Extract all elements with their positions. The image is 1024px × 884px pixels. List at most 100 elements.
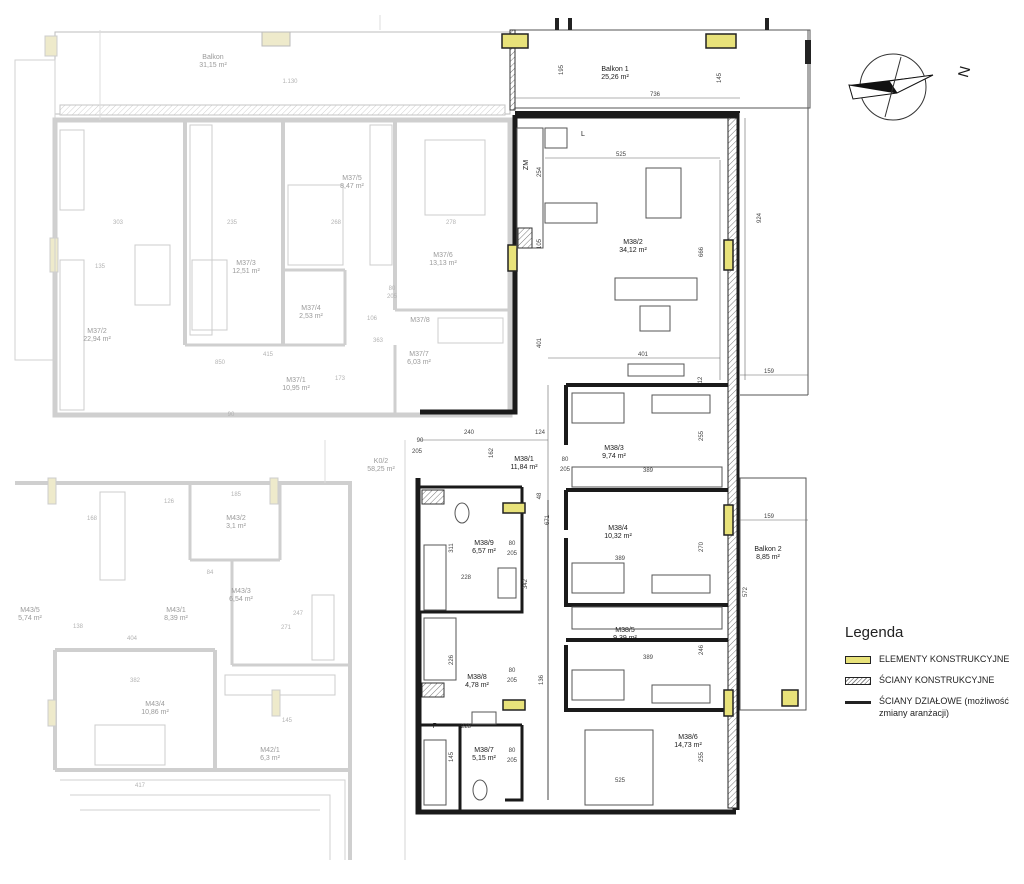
washbasin [471,711,497,725]
dimension: 415 [263,352,274,358]
dimension: 159 [764,514,775,520]
dimension: 90 [228,412,235,418]
structural-element [705,33,737,49]
structural-element [507,244,518,272]
dimension: 342 [523,578,529,589]
neighbor-balcony-slab [59,104,506,116]
hatched-duct [517,227,533,249]
room-code: M37/7 [409,351,429,358]
room-area: 9,74 m² [602,453,626,460]
neighbor-bed [424,139,486,216]
dimension: 126 [164,499,175,505]
dimension: 173 [335,376,346,382]
room-code: M38/6 [678,734,698,741]
toilet [454,502,470,524]
dimension: 247 [293,611,304,617]
neighbor-labels: Balkon 31,15 m² M37/2 22,94 m² M37/3 12,… [18,54,457,789]
structural-element [723,504,734,536]
legend-label: ŚCIANY DZIAŁOWE (możliwość [879,696,1009,706]
structural-element [502,502,526,514]
room-area: 8,47 m² [340,183,364,190]
dimension: 254 [537,166,543,177]
dimension: 48 [537,492,543,499]
room-area: 10,86 m² [141,709,169,716]
appliance-label: ZM [523,160,530,170]
dimension: 417 [135,783,146,789]
room-area: 58,25 m² [367,466,395,473]
room-area: 11,84 m² [510,464,538,471]
dimension: 240 [464,430,475,436]
dimension: 850 [215,360,226,366]
appliance-label: L [581,131,585,138]
dimension: 246 [699,644,705,655]
neighbor-table [134,244,171,306]
dimension: 401 [537,337,543,348]
neighbor-m43-walls [15,481,352,860]
legend-title: Legenda [845,624,904,641]
legend-item-partition: ŚCIANY DZIAŁOWE (możliwość zmiany aranża… [845,695,1024,719]
room-area: 4,78 m² [465,682,489,689]
dimension: 80 [509,668,516,674]
room-code: M38/3 [604,445,624,452]
dimension: 228 [461,575,472,581]
dimension: 382 [130,678,141,684]
room-code: M38/9 [474,540,494,547]
bed [571,392,625,424]
partition-swatch [845,701,871,704]
room-area: 13,13 m² [429,260,457,267]
legend-item-walls: ŚCIANY KONSTRUKCYJNE [845,674,1024,686]
wardrobe [571,606,723,630]
room-area: 9,39 m² [613,635,637,642]
room-code: M38/1 [514,456,534,463]
neighbor-desk [94,724,166,766]
appliance-label: P [433,723,438,730]
dimension: 1.130 [282,79,298,85]
structural-element [501,33,529,49]
dimension: 404 [127,636,138,642]
room-code: M38/8 [467,674,487,681]
dimension: 205 [507,678,518,684]
dimension: 255 [699,430,705,441]
room-code: M43/4 [145,701,165,708]
partition-wall [564,383,728,712]
dimension: 162 [489,447,495,458]
legend-label-continued: zmiany aranżacji) [879,708,950,718]
neighbor-kitchen [59,259,85,411]
room-code: M38/2 [623,239,643,246]
dimension: 195 [559,64,565,75]
room-area: 6,03 m² [407,359,431,366]
room-code: M37/8 [410,317,430,324]
dimension: 271 [281,625,292,631]
room-area: 6,54 m² [229,596,253,603]
balcony-post [765,18,769,30]
desk [651,574,711,594]
dimension: 80 [509,541,516,547]
dimension: 363 [373,338,384,344]
room-code: M37/5 [342,175,362,182]
room-area: 10,32 m² [604,533,632,540]
room-code: M38/4 [608,525,628,532]
balcony-post [555,18,559,30]
dimension: 80 [389,286,396,292]
room-code: M37/4 [301,305,321,312]
exterior-wall [420,115,518,415]
room-code: M38/7 [474,747,494,754]
dimension: 389 [643,655,654,661]
dimension: 303 [113,220,124,226]
neighbor-struct [47,477,57,505]
dimension: 138 [73,624,84,630]
exterior-wall [415,478,736,815]
room-code: M43/2 [226,515,246,522]
compass-icon: N [848,53,974,121]
dimension: 159 [764,369,775,375]
dimension: 572 [743,586,749,597]
neighbor-stair [60,779,346,860]
dimension: 168 [87,516,98,522]
dimension: 389 [615,556,626,562]
apartment-m38 [415,18,811,815]
neighbor-bath [311,594,335,661]
neighbor-pillar [261,31,291,47]
dimension: 226 [449,654,455,665]
dimension: 255 [699,751,705,762]
room-code: Balkon [202,54,224,61]
